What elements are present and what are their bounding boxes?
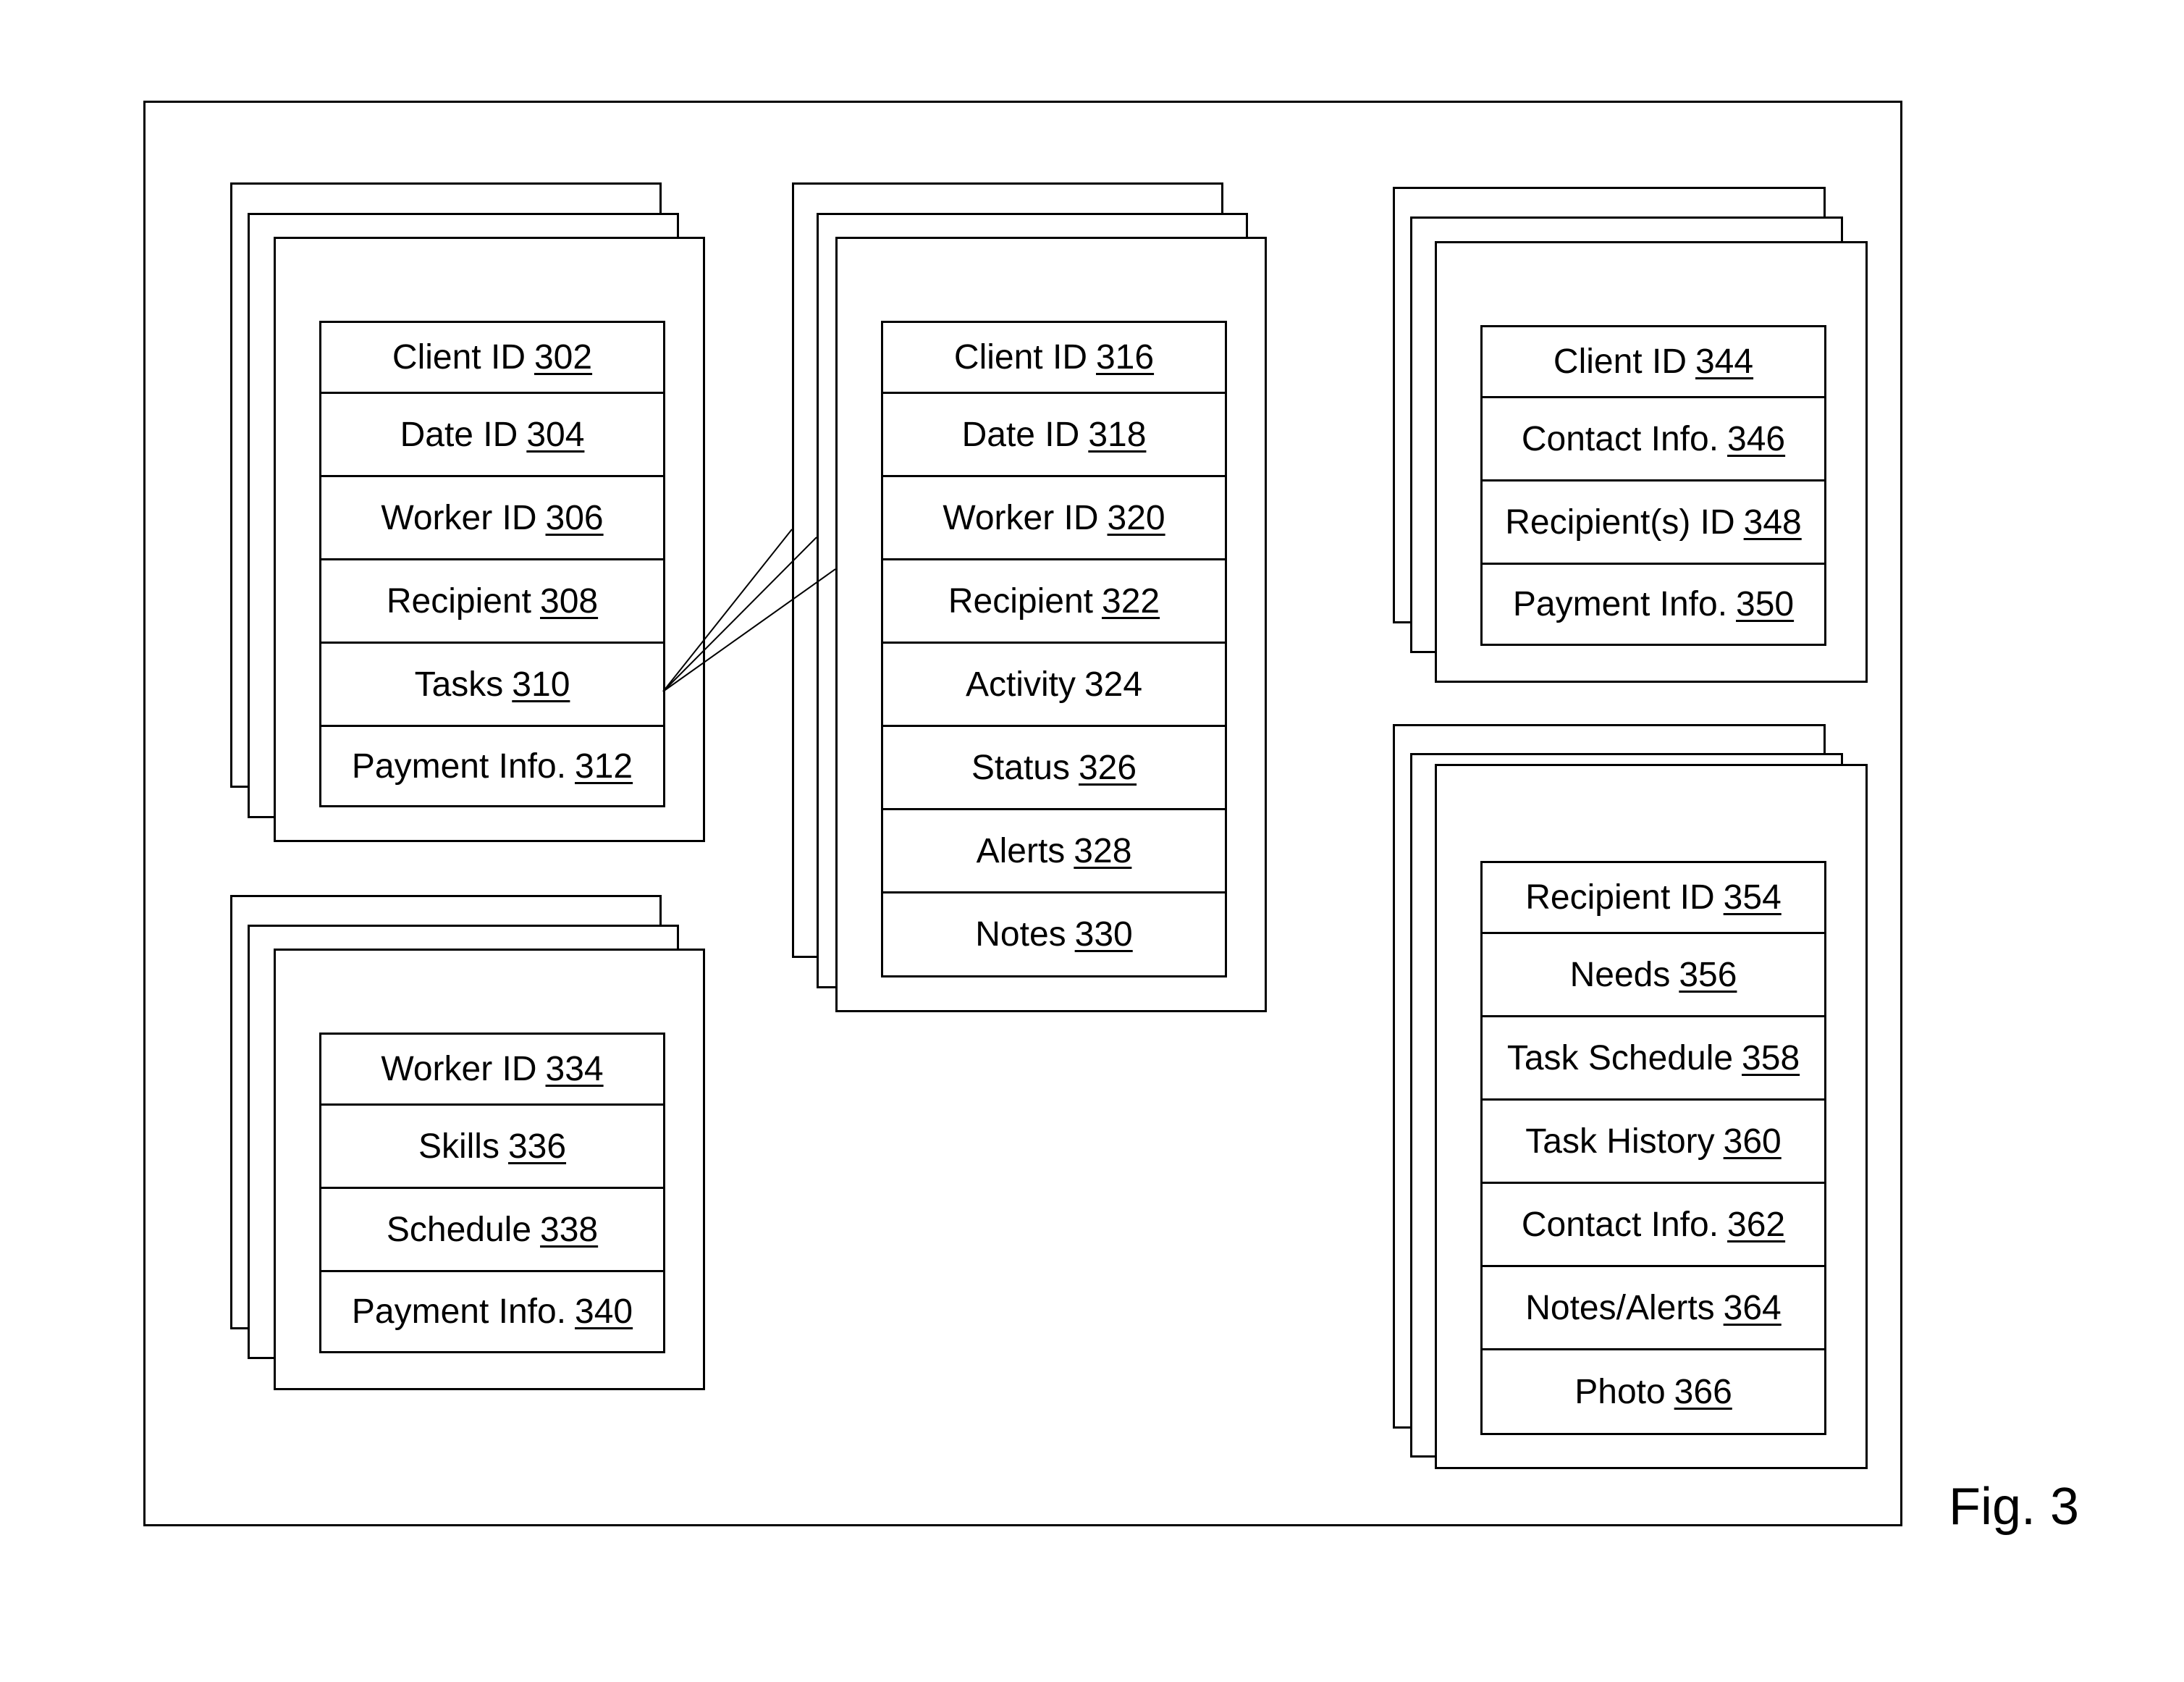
reference-number: 302 [534, 337, 592, 377]
client-page-front: Client ID344 Contact Info.346 Recipient(… [1435, 241, 1868, 683]
reference-number: 348 [1744, 503, 1802, 542]
reference-number: 356 [1679, 955, 1737, 995]
table-row: Notes/Alerts364 [1483, 1265, 1824, 1348]
task-detail-table: Client ID316 Date ID318 Worker ID320 Rec… [881, 321, 1227, 977]
table-row: Needs356 [1483, 932, 1824, 1015]
table-row: Contact Info.346 [1483, 396, 1824, 479]
task-detail-page-front: Client ID316 Date ID318 Worker ID320 Rec… [835, 237, 1267, 1012]
table-row: Recipient ID 354 [1483, 863, 1824, 932]
table-row: Contact Info.362 [1483, 1182, 1824, 1265]
field-label: Recipient [948, 581, 1093, 621]
table-row: Client ID302 [321, 323, 663, 392]
reference-number: 304 [526, 415, 584, 455]
field-label: Payment Info. [352, 1292, 566, 1332]
reference-number: 366 [1674, 1372, 1732, 1412]
field-label: Date ID [400, 415, 518, 455]
reference-number: 364 [1724, 1288, 1782, 1328]
reference-number: 316 [1096, 337, 1154, 377]
reference-number: 312 [575, 747, 633, 786]
reference-number: 346 [1727, 419, 1785, 459]
table-row: Client ID344 [1483, 327, 1824, 396]
table-row: Worker ID334 [321, 1035, 663, 1103]
field-label: Client ID [392, 337, 526, 377]
reference-number: 340 [575, 1292, 633, 1332]
field-label: Tasks [415, 665, 504, 705]
field-label: Date ID [962, 415, 1080, 455]
reference-number: 318 [1088, 415, 1146, 455]
table-row: Recipient322 [883, 558, 1225, 642]
table-row: Task Schedule358 [1483, 1015, 1824, 1098]
table-row: Skills336 [321, 1103, 663, 1187]
field-label: Status [971, 748, 1070, 788]
field-label: Task History [1525, 1122, 1714, 1161]
reference-number: 338 [540, 1210, 598, 1250]
reference-number: 334 [546, 1049, 604, 1089]
field-label: Client ID [954, 337, 1087, 377]
reference-number: 328 [1074, 831, 1131, 871]
field-label: Recipient(s) ID [1505, 503, 1734, 542]
field-label: Photo [1574, 1372, 1665, 1412]
field-label: Contact Info. [1522, 1205, 1719, 1245]
field-label: Recipient [387, 581, 531, 621]
table-row: Worker ID306 [321, 475, 663, 558]
table-row: Payment Info.312 [321, 725, 663, 805]
field-label: Worker ID [943, 498, 1098, 538]
field-label: Payment Info. [1513, 584, 1727, 624]
field-label: Client ID [1553, 342, 1687, 382]
table-row: Payment Info.350 [1483, 563, 1824, 644]
table-row: Activity324 [883, 642, 1225, 725]
table-row: Photo366 [1483, 1348, 1824, 1433]
table-row: Date ID318 [883, 392, 1225, 475]
reference-number: 306 [546, 498, 604, 538]
table-row-tasks: Tasks310 [321, 642, 663, 725]
reference-number: 326 [1079, 748, 1137, 788]
field-label: Alerts [977, 831, 1066, 871]
reference-number: 362 [1727, 1205, 1785, 1245]
field-label: Activity [966, 665, 1076, 705]
reference-number: 360 [1724, 1122, 1782, 1161]
table-row: Status326 [883, 725, 1225, 808]
client-task-page-front: Client ID302 Date ID304 Worker ID306 Rec… [274, 237, 705, 842]
reference-number: 320 [1108, 498, 1165, 538]
table-row: Task History 360 [1483, 1098, 1824, 1182]
field-label: Schedule [387, 1210, 531, 1250]
reference-number: 310 [512, 665, 570, 705]
reference-number: 354 [1724, 878, 1782, 917]
field-label: Notes [975, 914, 1066, 954]
recipient-table: Recipient ID354 Needs356 Task Schedule35… [1480, 861, 1826, 1435]
reference-number: 344 [1695, 342, 1753, 382]
reference-number: 308 [540, 581, 598, 621]
reference-number: 330 [1075, 914, 1133, 954]
figure-label: Fig. 3 [1949, 1477, 2079, 1536]
client-table: Client ID344 Contact Info.346 Recipient(… [1480, 325, 1826, 646]
worker-page-front: Worker ID334 Skills336 Schedule338 Payme… [274, 949, 705, 1390]
table-row: Payment Info.340 [321, 1270, 663, 1351]
table-row: Client ID316 [883, 323, 1225, 392]
field-label: Payment Info. [352, 747, 566, 786]
table-row: Recipient(s) ID 348 [1483, 479, 1824, 563]
field-label: Contact Info. [1522, 419, 1719, 459]
field-label: Worker ID [381, 1049, 536, 1089]
reference-number: 336 [508, 1127, 566, 1166]
client-task-table: Client ID302 Date ID304 Worker ID306 Rec… [319, 321, 665, 807]
worker-table: Worker ID334 Skills336 Schedule338 Payme… [319, 1033, 665, 1353]
table-row: Alerts328 [883, 808, 1225, 891]
reference-number: 350 [1736, 584, 1794, 624]
field-label: Worker ID [381, 498, 536, 538]
field-label: Recipient ID [1525, 878, 1714, 917]
table-row: Schedule338 [321, 1187, 663, 1270]
table-row: Notes330 [883, 891, 1225, 975]
table-row: Date ID304 [321, 392, 663, 475]
field-label: Notes/Alerts [1525, 1288, 1714, 1328]
field-label: Needs [1570, 955, 1671, 995]
recipient-page-front: Recipient ID354 Needs356 Task Schedule35… [1435, 764, 1868, 1469]
field-label: Task Schedule [1507, 1038, 1733, 1078]
reference-number: 324 [1084, 665, 1142, 705]
reference-number: 322 [1102, 581, 1160, 621]
table-row: Recipient308 [321, 558, 663, 642]
field-label: Skills [418, 1127, 499, 1166]
reference-number: 358 [1742, 1038, 1800, 1078]
table-row: Worker ID320 [883, 475, 1225, 558]
